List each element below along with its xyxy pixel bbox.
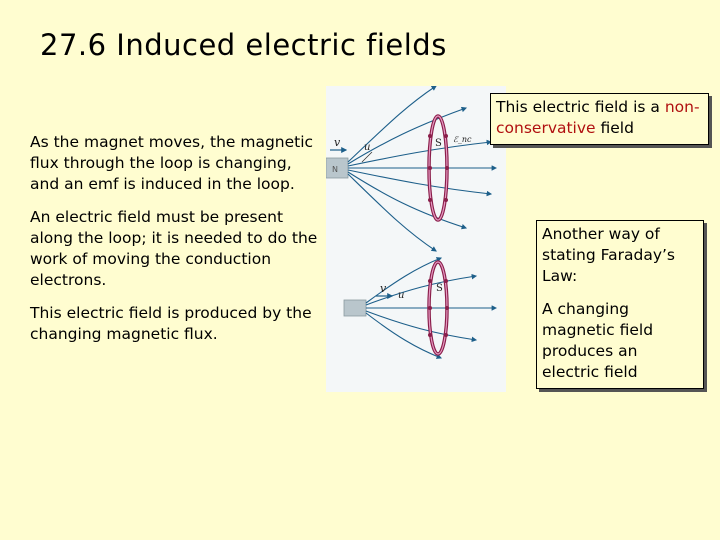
- charges-top: [428, 134, 449, 202]
- paragraph-electric-field-present: An electric field must be present along …: [30, 208, 318, 289]
- callout-text-before: This electric field is a: [496, 98, 665, 116]
- svg-text:N: N: [332, 165, 338, 174]
- bottom-panel: v u S: [343, 257, 498, 359]
- slide-title: 27.6 Induced electric fields: [40, 28, 447, 62]
- label-u-top: u: [364, 142, 370, 153]
- label-v-bottom: v: [380, 282, 387, 295]
- field-lines-top: [347, 86, 498, 252]
- induction-diagram: N v u S ℰ_nc: [326, 86, 498, 359]
- faraday-law-callout: Another way of stating Faraday’s Law: A …: [536, 220, 704, 389]
- label-emf-top: ℰ_nc: [453, 135, 472, 144]
- label-s-bottom: S: [436, 283, 443, 294]
- label-s-top: S: [435, 138, 442, 149]
- paragraph-field-produced: This electric field is produced by the c…: [30, 304, 312, 343]
- non-conservative-callout: This electric field is a non-conservativ…: [490, 93, 709, 145]
- faraday-callout-statement: A changing magnetic field produces an el…: [542, 300, 654, 381]
- callout-text-after: field: [595, 119, 634, 137]
- left-text-block: As the magnet moves, the magnetic flux t…: [30, 132, 320, 357]
- magnet-bottom: [343, 299, 367, 317]
- charges-bottom: [428, 279, 449, 337]
- top-panel: N v u S ℰ_nc: [326, 86, 498, 252]
- label-u-bottom: u: [398, 290, 404, 301]
- label-v-top: v: [334, 136, 341, 149]
- faraday-callout-intro: Another way of stating Faraday’s Law:: [542, 225, 675, 285]
- induction-figure: N v u S ℰ_nc: [326, 86, 506, 392]
- non-conservative-highlight: non-conservative: [496, 98, 700, 137]
- paragraph-magnet-moves: As the magnet moves, the magnetic flux t…: [30, 133, 314, 193]
